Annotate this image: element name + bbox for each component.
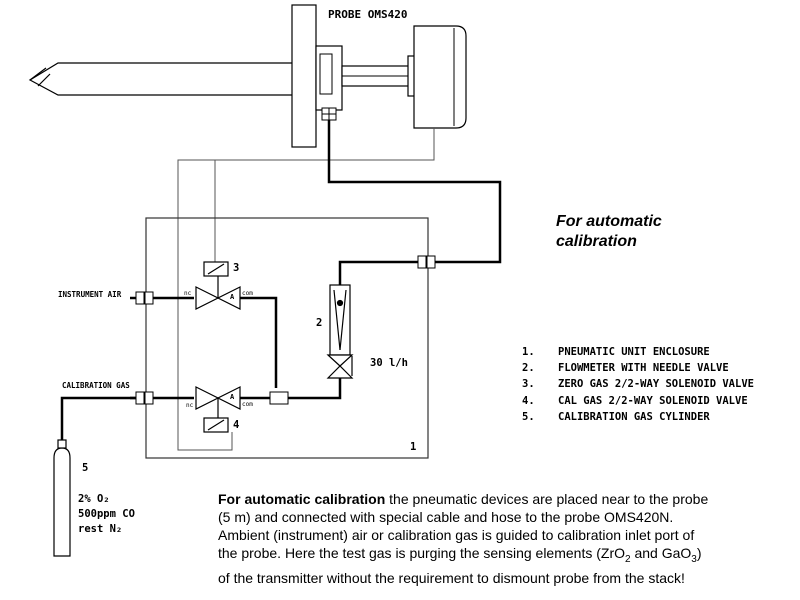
legend-text: CAL GAS 2/2-WAY SOLENOID VALVE: [558, 394, 748, 407]
cal-valve-port-nc: nc: [186, 402, 194, 409]
description-line4c: ): [696, 545, 702, 561]
legend-text: PNEUMATIC UNIT ENCLOSURE: [558, 346, 710, 358]
gas-lines: [60, 120, 502, 440]
probe-gas-port: [321, 107, 337, 121]
description-line4b: and GaO: [630, 545, 692, 561]
flow-rate-label: 30 l/h: [370, 357, 408, 369]
cylinder-content-o2: 2% O₂: [78, 493, 110, 505]
heading: For automatic calibration: [556, 213, 662, 250]
bulkhead-connector-calgas: [135, 391, 154, 405]
probe-shaft: [28, 62, 292, 96]
description-line5: of the transmitter without the requireme…: [218, 569, 685, 586]
probe-label: PROBE OMS420: [328, 8, 408, 21]
calibration-gas-label: CALIBRATION GAS: [62, 381, 130, 390]
cal-valve-port-com: com: [242, 401, 253, 408]
cylinder-contents: 2% O₂ 500ppm CO rest N₂: [78, 492, 135, 537]
legend-num: 1.: [522, 346, 535, 358]
cal-gas-valve: [195, 386, 241, 433]
enclosure-number: 1: [410, 441, 417, 453]
legend-num: 3.: [522, 378, 535, 391]
tee-fitting: [269, 391, 289, 405]
zero-valve-port-nc: nc: [184, 290, 192, 297]
description-paragraph: For automatic calibration the pneumatic …: [218, 490, 798, 587]
legend-num: 2.: [522, 362, 535, 375]
legend-item: 5. CALIBRATION GAS CYLINDER: [522, 409, 754, 425]
cylinder-number: 5: [82, 462, 89, 474]
cylinder-content-co: 500ppm CO: [78, 508, 135, 520]
legend-item: 1. PNEUMATIC UNIT ENCLOSURE: [522, 344, 754, 360]
instrument-air-label: INSTRUMENT AIR: [58, 290, 122, 299]
pneumatic-enclosure: [145, 217, 429, 459]
legend-item: 4. CAL GAS 2/2-WAY SOLENOID VALVE: [522, 393, 754, 409]
zero-valve-number: 3: [233, 262, 240, 274]
transmitter-housing: [413, 25, 467, 129]
legend-text: ZERO GAS 2/2-WAY SOLENOID VALVE: [558, 378, 754, 391]
gas-cylinder: [53, 439, 71, 557]
description-line3: Ambient (instrument) air or calibration …: [218, 527, 695, 543]
zero-valve-port-com: com: [242, 290, 253, 297]
cal-valve-port-a: A: [230, 393, 235, 401]
description-line2: (5 m) and connected with special cable a…: [218, 509, 674, 525]
bulkhead-connector-air: [135, 291, 154, 305]
probe-flange: [291, 4, 317, 148]
legend-num: 4.: [522, 394, 535, 407]
legend-text: FLOWMETER WITH NEEDLE VALVE: [558, 362, 729, 375]
description-sub2: 3: [691, 553, 697, 565]
cylinder-content-n2: rest N₂: [78, 523, 123, 535]
flowmeter: [326, 284, 354, 379]
component-legend: 1. PNEUMATIC UNIT ENCLOSURE 2. FLOWMETER W…: [522, 344, 754, 425]
description-line4: the probe. Here the test gas is purging …: [218, 545, 625, 561]
cal-valve-number: 4: [233, 419, 240, 431]
zero-gas-valve: [195, 261, 241, 310]
legend-item: 2. FLOWMETER WITH NEEDLE VALVE: [522, 360, 754, 376]
legend-item: 3. ZERO GAS 2/2-WAY SOLENOID VALVE: [522, 376, 754, 392]
description-line1: the pneumatic devices are placed near to…: [385, 491, 709, 507]
bulkhead-connector-outlet: [417, 255, 436, 269]
flowmeter-number: 2: [316, 317, 323, 329]
zero-valve-port-a: A: [230, 293, 235, 301]
legend-num: 5.: [522, 410, 535, 423]
electrical-cable: [177, 128, 435, 451]
description-sub1: 2: [625, 553, 631, 565]
legend-text: CALIBRATION GAS CYLINDER: [558, 410, 710, 423]
description-lead: For automatic calibration: [218, 491, 386, 507]
